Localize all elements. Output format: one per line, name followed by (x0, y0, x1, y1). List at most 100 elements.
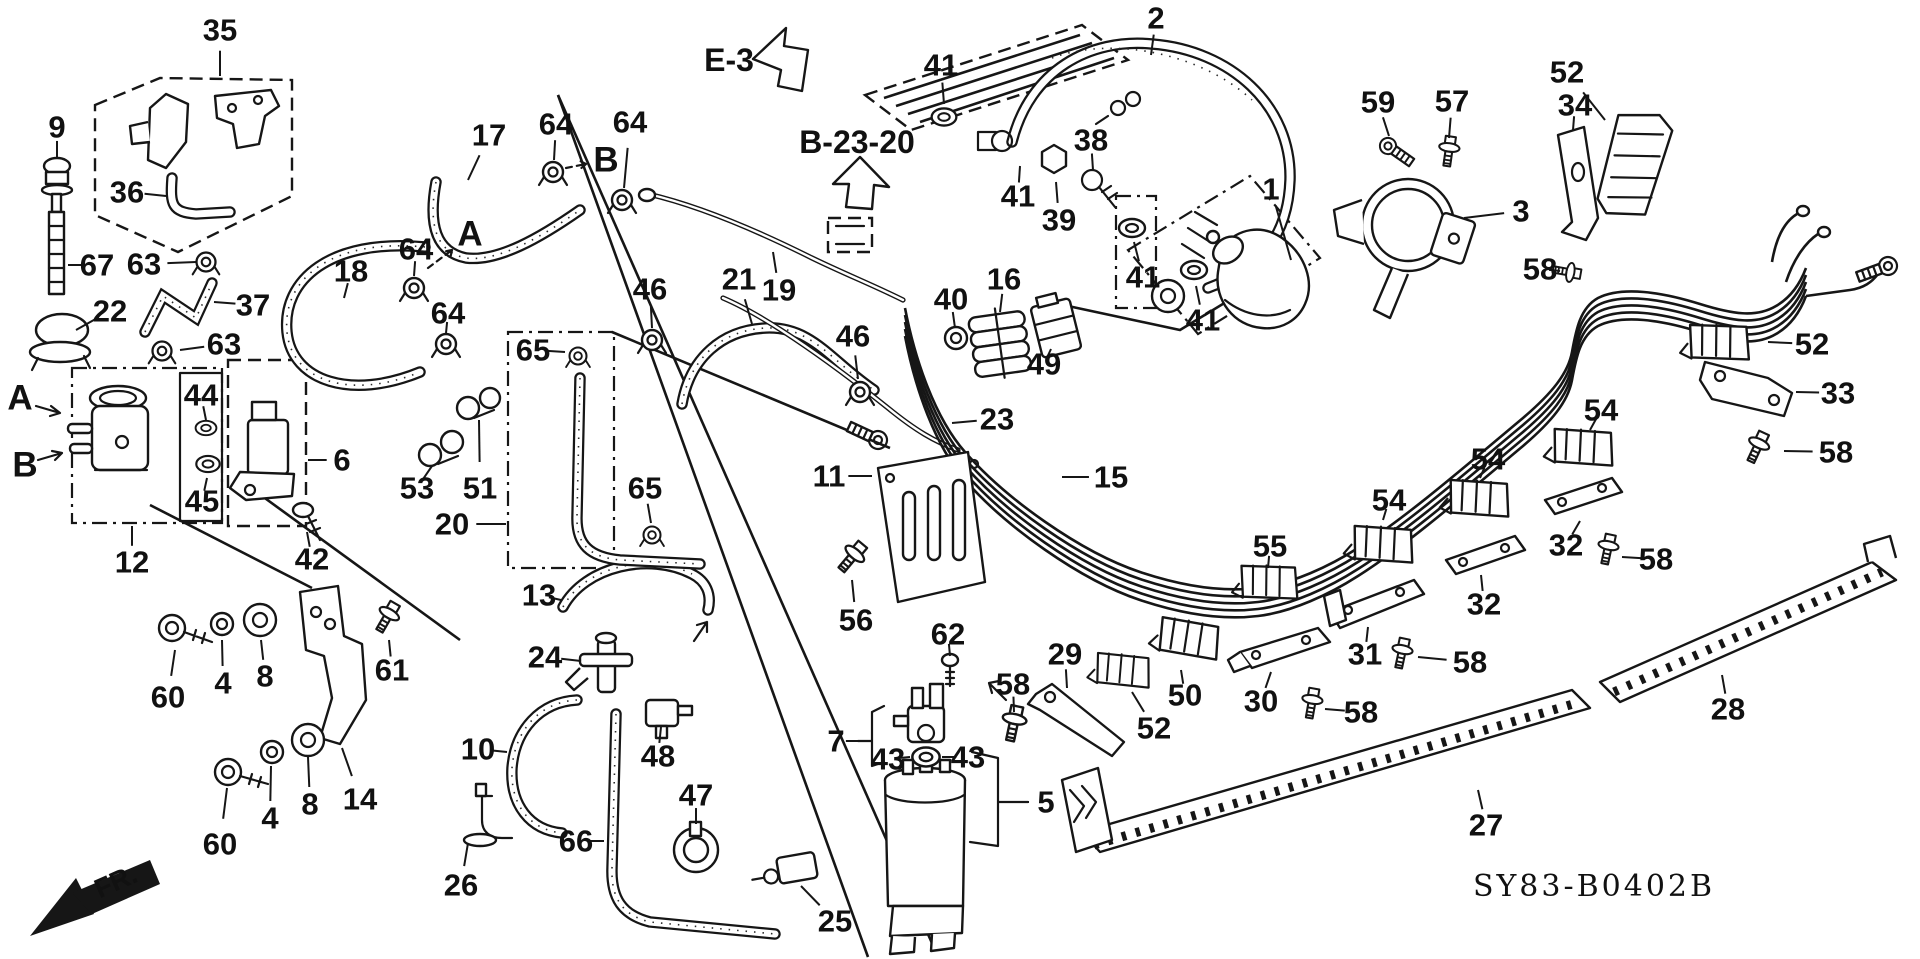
callout-52: 52 (1549, 54, 1585, 90)
callout-37: 37 (235, 287, 271, 323)
clamp-53 (417, 429, 465, 468)
callout-45: 45 (184, 483, 220, 519)
callout-46: 46 (835, 318, 871, 354)
callout-fr-: FR. (89, 858, 142, 905)
callout-6: 6 (333, 442, 351, 478)
callout-60: 60 (150, 679, 186, 715)
callout-66: 66 (558, 823, 594, 859)
callout-4: 4 (214, 665, 232, 701)
callout-55: 55 (1252, 528, 1288, 564)
callout-41: 41 (1000, 178, 1036, 214)
callout-7: 7 (827, 723, 845, 759)
hose-37 (139, 277, 218, 338)
callout-58: 58 (1522, 251, 1558, 287)
callout-39: 39 (1041, 202, 1077, 238)
hose-18 (280, 240, 431, 391)
callout-11: 11 (812, 458, 846, 494)
callout-65: 65 (515, 332, 551, 368)
callout-22: 22 (92, 293, 128, 329)
callout-62: 62 (930, 616, 966, 652)
callout-54: 54 (1371, 482, 1407, 518)
callout-40: 40 (933, 281, 969, 317)
callout-58: 58 (1818, 434, 1854, 470)
callout-b-23-20: B-23-20 (799, 124, 915, 160)
callout-26: 26 (443, 867, 479, 903)
callout-24: 24 (527, 639, 563, 675)
callout-b: B (593, 140, 619, 180)
callout-65: 65 (627, 470, 663, 506)
callout-16: 16 (986, 261, 1022, 297)
callout-67: 67 (79, 247, 115, 283)
hoses (139, 37, 1296, 940)
callout-a: A (7, 378, 33, 418)
callout-46: 46 (632, 271, 668, 307)
callout-10: 10 (460, 731, 496, 767)
callout-5: 5 (1037, 784, 1055, 820)
hose-66 (606, 708, 781, 940)
callout-18: 18 (333, 253, 369, 289)
callout-29: 29 (1047, 636, 1083, 672)
callout-15: 15 (1093, 459, 1129, 495)
callout-33: 33 (1820, 375, 1856, 411)
callout-28: 28 (1710, 691, 1746, 727)
callout-63: 63 (206, 326, 242, 362)
hose-clamps (34, 158, 876, 643)
callout-58: 58 (1452, 644, 1488, 680)
callout-63: 63 (126, 246, 162, 282)
callout-3: 3 (1512, 193, 1530, 229)
hose-10 (506, 694, 583, 839)
pipe-insulators (943, 291, 1083, 379)
callout-35: 35 (202, 12, 238, 48)
callout-19: 19 (761, 272, 797, 308)
callout-9: 9 (48, 109, 66, 145)
callout-36: 36 (109, 174, 145, 210)
callout-42: 42 (294, 541, 330, 577)
small-fittings (462, 631, 819, 885)
callout-43: 43 (870, 741, 906, 777)
sill-rails (1060, 534, 1898, 854)
mount-hardware (157, 535, 873, 789)
left-valve-assemblies (28, 88, 322, 542)
hose-20 (571, 372, 706, 570)
callout-48: 48 (640, 738, 676, 774)
fr-arrow-icon (30, 860, 160, 936)
callout-14: 14 (342, 781, 378, 817)
callout-51: 51 (462, 470, 498, 506)
callout-31: 31 (1347, 636, 1383, 672)
callout-54: 54 (1470, 441, 1506, 477)
callout-a: A (457, 214, 483, 254)
callout-8: 8 (256, 658, 274, 694)
callout-25: 25 (817, 903, 853, 939)
fuel-pipes (637, 187, 1901, 619)
callout-44: 44 (183, 377, 219, 413)
canister-assembly (856, 652, 1031, 956)
callout-61: 61 (374, 652, 410, 688)
callout-8: 8 (301, 786, 319, 822)
clamp-51 (455, 386, 502, 421)
callout-47: 47 (678, 777, 714, 813)
b-23-20-arrow-icon (831, 155, 891, 211)
callout-52: 52 (1794, 326, 1830, 362)
pump-clamp-group (1332, 113, 1674, 320)
callout-32: 32 (1466, 586, 1502, 622)
callout-21: 21 (721, 261, 757, 297)
callout-53: 53 (399, 470, 435, 506)
callout-56: 56 (838, 602, 874, 638)
callout-64: 64 (430, 295, 466, 331)
callout-13: 13 (521, 577, 557, 613)
filter-hardware (930, 107, 1310, 330)
callout-52: 52 (1136, 710, 1172, 746)
callout-12: 12 (114, 544, 150, 580)
hose-21 (676, 322, 880, 410)
hose-17 (427, 176, 586, 265)
callout-43: 43 (950, 739, 986, 775)
callout-2: 2 (1147, 0, 1165, 36)
callout-59: 59 (1360, 84, 1396, 120)
callout-50: 50 (1167, 677, 1203, 713)
callout-41: 41 (923, 47, 959, 83)
callout-sy83-b0402b: SY83-B0402B (1472, 869, 1716, 904)
callout-b: B (12, 445, 38, 485)
callout-60: 60 (202, 826, 238, 862)
callout-64: 64 (538, 106, 574, 142)
